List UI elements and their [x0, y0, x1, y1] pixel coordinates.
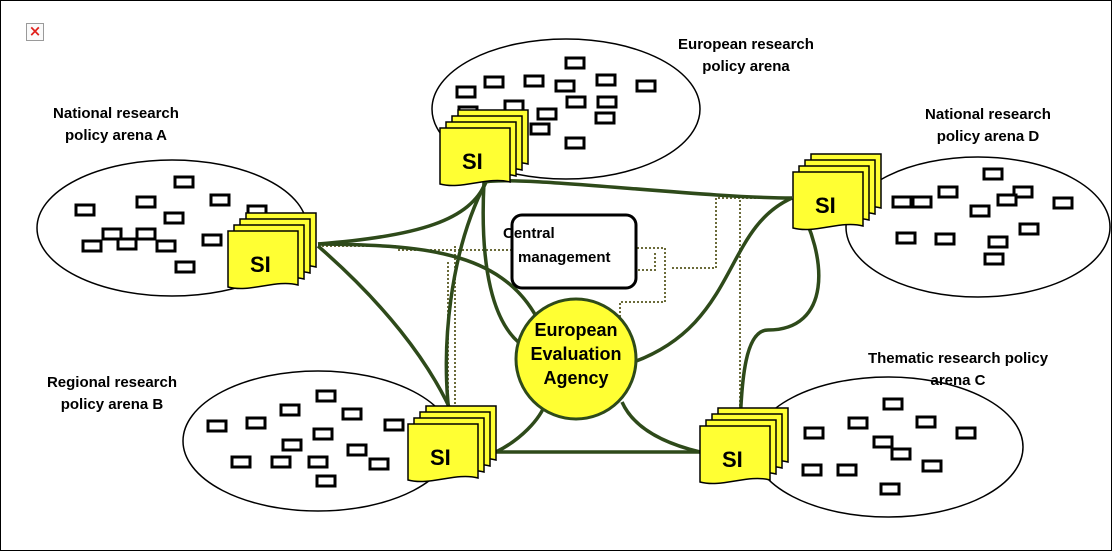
- thematic-arena-c-line1: Thematic research policy: [867, 350, 1049, 367]
- regional-arena-b-actors: [206, 389, 405, 488]
- european-arena-line1: European research: [678, 36, 814, 53]
- central-management-line2: management: [518, 249, 611, 266]
- si-stack-european: SI: [439, 109, 529, 187]
- si-label: SI: [250, 252, 271, 277]
- si-label: SI: [430, 445, 451, 470]
- thematic-arena-c-actors: [801, 397, 977, 496]
- agency-line1: European: [534, 320, 617, 340]
- thematic-arena-c-label: Thematic research policy arena C: [838, 348, 1078, 392]
- european-arena-label: European research policy arena: [646, 34, 846, 78]
- european-arena-line2: policy arena: [702, 58, 790, 75]
- central-management-line1: Central: [503, 225, 555, 242]
- agency-line3: Agency: [543, 368, 608, 388]
- national-arena-d-label: National research policy arena D: [888, 104, 1088, 148]
- si-stack-regional-b: SI: [407, 405, 497, 483]
- regional-arena-b-label: Regional research policy arena B: [12, 372, 212, 416]
- si-stack-national-d: SI: [792, 153, 882, 231]
- regional-arena-b-line1: Regional research: [46, 374, 178, 391]
- national-arena-a-line1: National research: [53, 105, 179, 122]
- national-arena-a-line2: policy arena A: [65, 127, 167, 144]
- si-label: SI: [815, 193, 836, 218]
- central-management-box: Central management: [503, 213, 638, 290]
- si-label: SI: [722, 447, 743, 472]
- agency-line2: Evaluation: [530, 344, 621, 364]
- national-arena-d-actors: [891, 167, 1074, 266]
- european-arena-actors: [455, 56, 657, 150]
- si-label: SI: [462, 149, 483, 174]
- national-arena-d-line2: policy arena D: [936, 128, 1040, 145]
- evaluation-agency: European Evaluation Agency: [514, 297, 638, 421]
- national-arena-d-ellipse: [845, 156, 1111, 298]
- national-arena-a-actors: [74, 175, 268, 274]
- thematic-arena-c-line2: arena C: [930, 372, 986, 389]
- national-arena-a-label: National research policy arena A: [16, 103, 216, 147]
- national-arena-d-line1: National research: [925, 106, 1051, 123]
- si-stack-national-a: SI: [227, 212, 317, 290]
- regional-arena-b-line2: policy arena B: [60, 396, 164, 413]
- broken-image-icon: ×: [26, 22, 44, 41]
- si-stack-thematic-c: SI: [699, 407, 789, 485]
